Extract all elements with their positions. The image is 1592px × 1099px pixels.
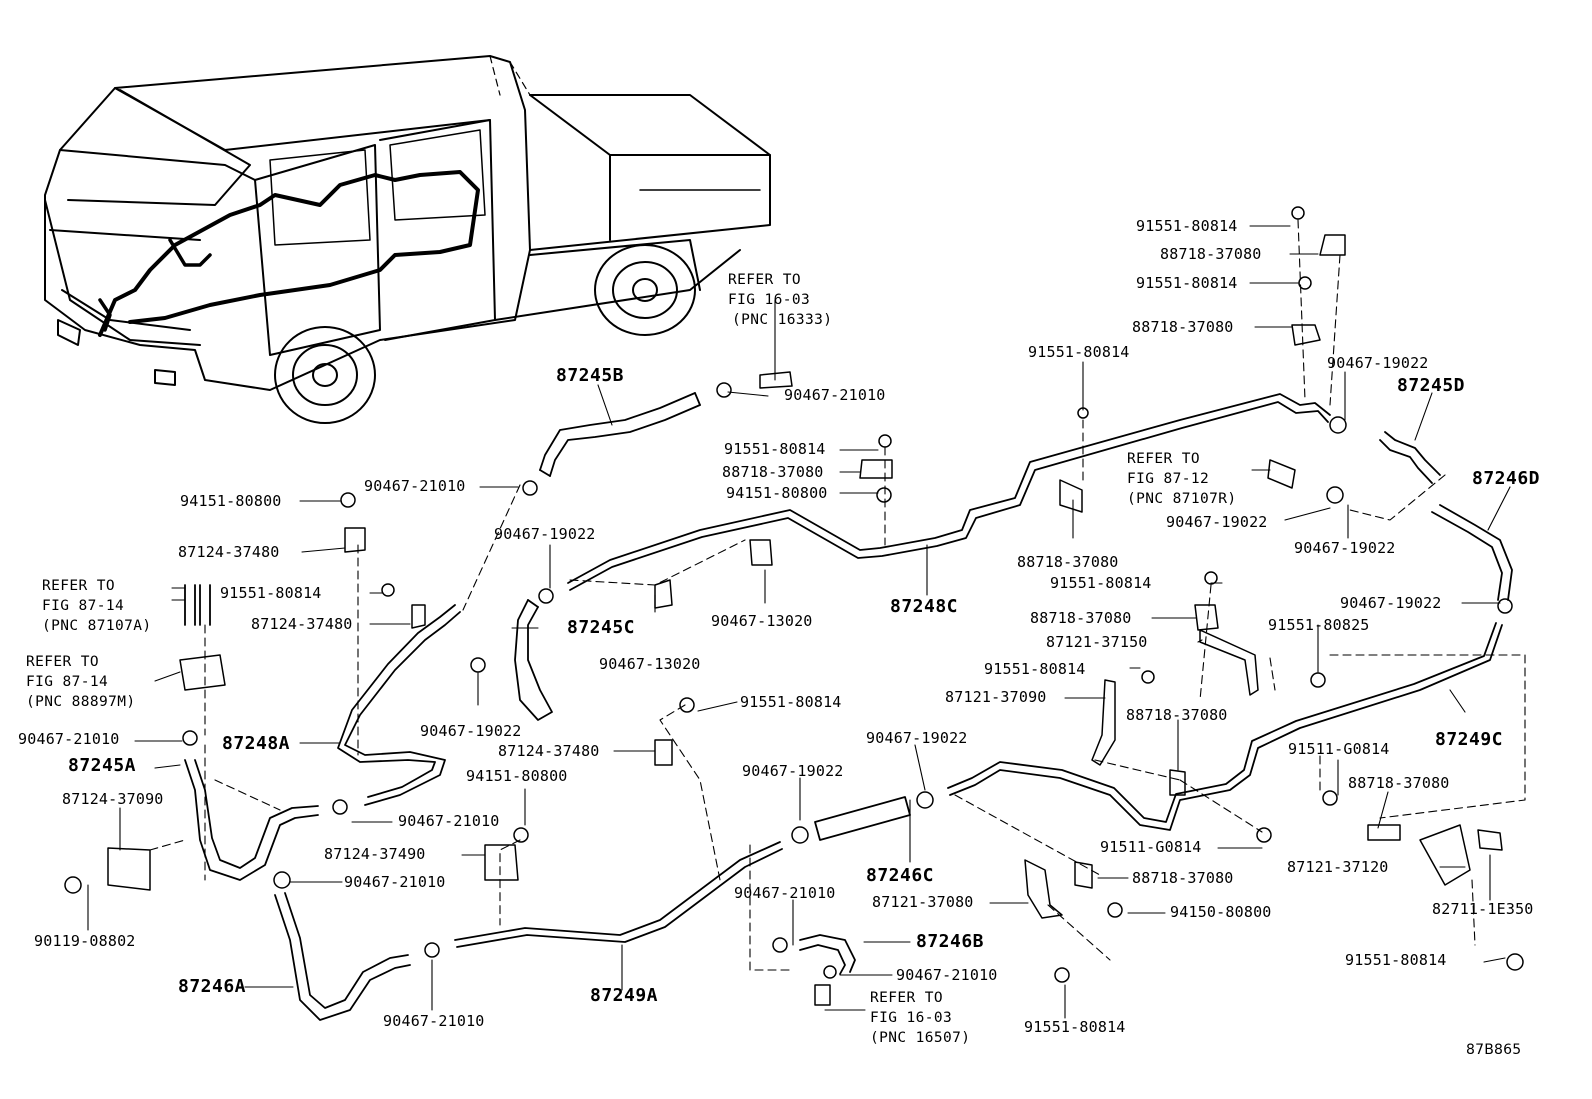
- part-label: 88718-37080: [1132, 318, 1234, 336]
- part-label: 87245A: [68, 755, 137, 776]
- reference-line: REFER TO: [870, 990, 944, 1006]
- part-label: 90467-19022: [1294, 539, 1396, 557]
- hoses: [184, 392, 1513, 1021]
- part-label: 91511-G0814: [1100, 838, 1202, 856]
- part-label: 90467-19022: [742, 762, 844, 780]
- part-label: 90467-19022: [1340, 594, 1442, 612]
- part-label: 88718-37080: [1017, 553, 1119, 571]
- part-label: 90467-21010: [896, 966, 998, 984]
- part-label: 87124-37480: [251, 615, 353, 633]
- part-label: 87121-37090: [945, 688, 1047, 706]
- part-label: 90467-21010: [18, 730, 120, 748]
- part-label: 87246D: [1472, 468, 1541, 489]
- part-label: 90467-19022: [1327, 354, 1429, 372]
- part-label: 87246B: [916, 931, 985, 952]
- truck-illustration: [44, 55, 771, 424]
- part-label: 82711-1E350: [1432, 900, 1534, 918]
- part-label: 94151-80800: [726, 484, 828, 502]
- part-label: 91551-80814: [1136, 217, 1238, 235]
- part-label: 87249C: [1435, 729, 1504, 750]
- part-label: 90467-21010: [364, 477, 466, 495]
- part-label: 87245D: [1397, 375, 1466, 396]
- reference-fig-87-14-pnc-87107a: REFER TO FIG 87-14 (PNC 87107A): [42, 576, 152, 636]
- reference-fig-87-12-pnc-87107r: REFER TO FIG 87-12 (PNC 87107R): [1127, 449, 1237, 509]
- hardware-symbols: [64, 206, 1524, 1006]
- reference-line: (PNC 87107R): [1127, 491, 1237, 507]
- part-label: 87124-37090: [62, 790, 164, 808]
- reference-line: (PNC 88897M): [26, 694, 136, 710]
- part-label: 90467-21010: [784, 386, 886, 404]
- part-label: 90467-13020: [711, 612, 813, 630]
- reference-line: REFER TO: [26, 654, 100, 670]
- part-label: 91551-80814: [984, 660, 1086, 678]
- reference-line: (PNC 87107A): [42, 618, 152, 634]
- part-label: 90467-21010: [344, 873, 446, 891]
- part-label: 90467-13020: [599, 655, 701, 673]
- part-label: 87124-37480: [498, 742, 600, 760]
- reference-line: FIG 16-03: [870, 1010, 953, 1026]
- part-label: 91551-80814: [1136, 274, 1238, 292]
- reference-line: REFER TO: [728, 272, 802, 288]
- part-label: 88718-37080: [1160, 245, 1262, 263]
- part-label: 87248C: [890, 596, 959, 617]
- reference-line: REFER TO: [42, 578, 116, 594]
- reference-fig-16-03-pnc-16333: REFER TO FIG 16-03 (PNC 16333): [728, 270, 832, 330]
- part-label: 91551-80814: [1028, 343, 1130, 361]
- reference-line: FIG 87-14: [42, 598, 125, 614]
- part-label: 90467-21010: [398, 812, 500, 830]
- part-label: 87246A: [178, 976, 247, 997]
- part-label: 91551-80814: [220, 584, 322, 602]
- part-label: 94151-80800: [466, 767, 568, 785]
- part-label: 87124-37490: [324, 845, 426, 863]
- part-label: 87121-37080: [872, 893, 974, 911]
- part-label: 88718-37080: [1126, 706, 1228, 724]
- part-label: 90467-21010: [383, 1012, 485, 1030]
- reference-line: FIG 87-14: [26, 674, 109, 690]
- reference-line: (PNC 16507): [870, 1030, 971, 1046]
- part-label: 88718-37080: [1132, 869, 1234, 887]
- part-label: 87245B: [556, 365, 625, 386]
- reference-line: (PNC 16333): [732, 312, 833, 328]
- part-label: 87121-37150: [1046, 633, 1148, 651]
- part-label: 90467-19022: [866, 729, 968, 747]
- reference-fig-16-03-pnc-16507: REFER TO FIG 16-03 (PNC 16507): [870, 988, 970, 1048]
- part-label: 87245C: [567, 617, 636, 638]
- reference-line: FIG 16-03: [728, 292, 811, 308]
- part-label: 88718-37080: [1030, 609, 1132, 627]
- part-label: 87124-37480: [178, 543, 280, 561]
- part-label: 88718-37080: [722, 463, 824, 481]
- part-label: 90467-19022: [1166, 513, 1268, 531]
- part-label: 87248A: [222, 733, 291, 754]
- part-label: 91551-80814: [1024, 1018, 1126, 1036]
- part-label: 90467-19022: [420, 722, 522, 740]
- part-label: 90119-08802: [34, 932, 136, 950]
- figure-code: 87B865: [1466, 1042, 1522, 1058]
- part-label: 90467-19022: [494, 525, 596, 543]
- part-label: 91511-G0814: [1288, 740, 1390, 758]
- part-label: 87121-37120: [1287, 858, 1389, 876]
- reference-fig-87-14-pnc-88897m: REFER TO FIG 87-14 (PNC 88897M): [26, 652, 136, 712]
- part-label: 94150-80800: [1170, 903, 1272, 921]
- part-label: 91551-80814: [1050, 574, 1152, 592]
- part-label: 88718-37080: [1348, 774, 1450, 792]
- part-label: 91551-80825: [1268, 616, 1370, 634]
- part-label: 87246C: [866, 865, 935, 886]
- dashed-guides: [149, 219, 1526, 971]
- part-label: 91551-80814: [1345, 951, 1447, 969]
- part-label: 94151-80800: [180, 492, 282, 510]
- leader-lines: [87, 225, 1511, 1019]
- part-label: 91551-80814: [740, 693, 842, 711]
- part-label: 87249A: [590, 985, 659, 1006]
- part-label: 90467-21010: [734, 884, 836, 902]
- part-label: 91551-80814: [724, 440, 826, 458]
- reference-line: REFER TO: [1127, 451, 1201, 467]
- reference-line: FIG 87-12: [1127, 471, 1210, 487]
